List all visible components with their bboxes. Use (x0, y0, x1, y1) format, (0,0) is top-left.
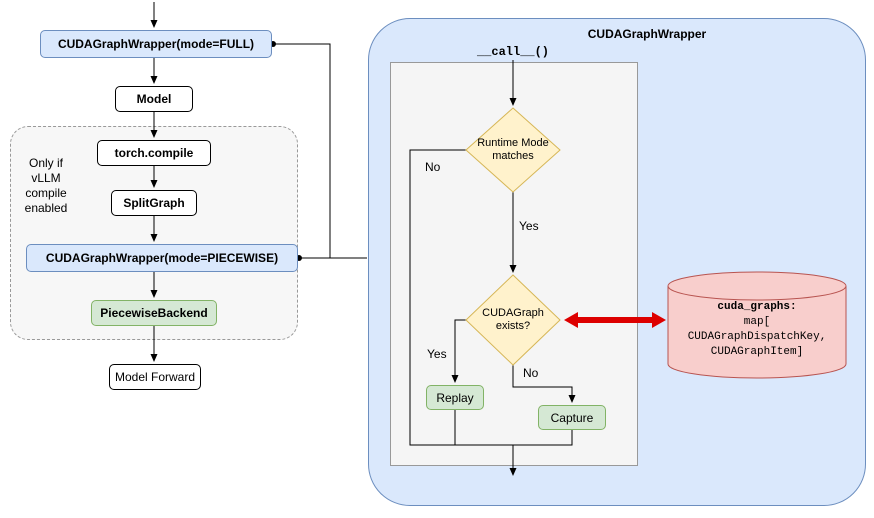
cuda-graphs-store-label: cuda_graphs: map[ CUDAGraphDispatchKey, … (668, 300, 846, 360)
node-model: Model (115, 86, 193, 112)
node-piecewise-wrapper: CUDAGraphWrapper(mode=PIECEWISE) (26, 244, 298, 272)
decision-graph-exists-shape (465, 274, 561, 366)
node-split-graph: SplitGraph (111, 190, 197, 216)
red-arrowhead-left (564, 312, 578, 328)
connector-full-to-panel (273, 43, 331, 258)
node-replay: Replay (426, 385, 484, 410)
decision-runtime-mode-label: Runtime Mode matches (477, 137, 549, 162)
compile-only-note: Only if vLLM compile enabled (24, 156, 68, 215)
edge-label-yes-exists: Yes (427, 347, 447, 361)
decision-graph-exists-label: CUDAGraph exists? (482, 307, 544, 332)
edge-label-no-runtime: No (425, 160, 441, 174)
edge-label-no-exists: No (523, 366, 539, 380)
wire-capture-out (513, 430, 573, 446)
panel-title: CUDAGraphWrapper (587, 27, 707, 41)
store-title: cuda_graphs: (717, 301, 797, 313)
edge-label-yes-runtime: Yes (519, 219, 539, 233)
node-piecewise-backend: PiecewiseBackend (91, 300, 217, 326)
node-full-wrapper: CUDAGraphWrapper(mode=FULL) (40, 30, 272, 58)
node-model-forward: Model Forward (109, 364, 201, 390)
node-capture: Capture (538, 405, 606, 430)
store-body: map[ CUDAGraphDispatchKey, CUDAGraphItem… (687, 316, 827, 358)
arrow-exists-no (512, 365, 576, 403)
node-torch-compile: torch.compile (97, 140, 211, 166)
red-arrowhead-right (652, 312, 666, 328)
arrow-exists-yes (451, 319, 466, 383)
call-label: __call__() (476, 45, 549, 59)
wire-runtime-no (409, 149, 513, 446)
decision-runtime-mode-shape (465, 107, 561, 193)
database-cylinder-top (667, 271, 847, 301)
